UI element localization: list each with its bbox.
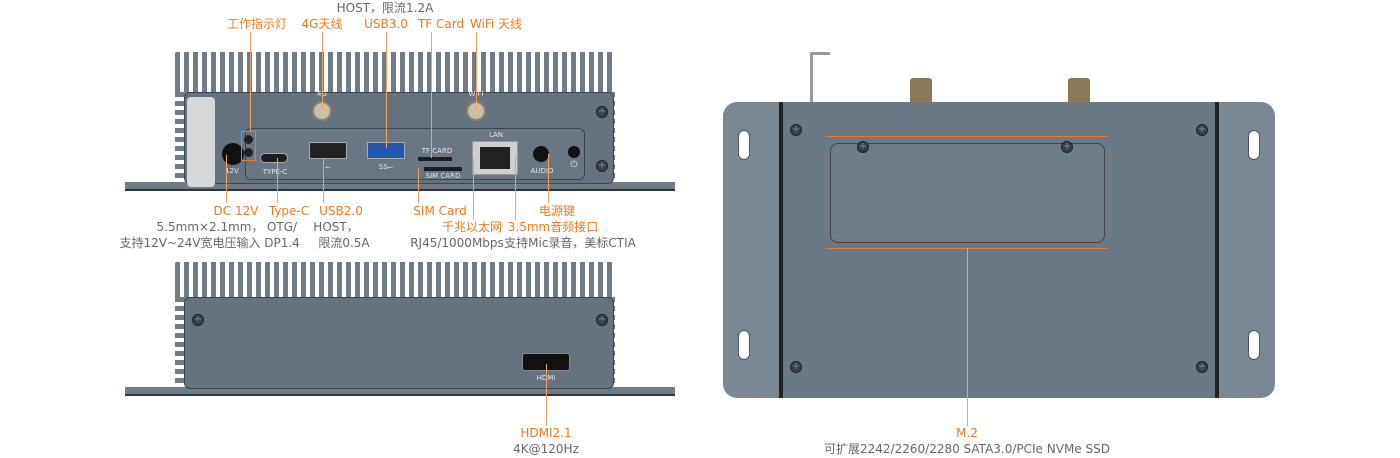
audio-jack [533, 146, 549, 162]
label-usb2: USB2.0 [319, 204, 363, 218]
mount-hole [1248, 130, 1260, 160]
label-wifi-antenna: WiFi 天线 [469, 17, 523, 31]
screw-icon: + [192, 314, 204, 326]
edge [779, 102, 783, 398]
heatsink-fins [175, 52, 615, 96]
screw-icon: + [1061, 141, 1073, 153]
usb2-detail-2: 限流0.5A [318, 236, 370, 250]
screw-icon: + [857, 141, 869, 153]
screw-icon: + [596, 314, 608, 326]
label-hdmi: HDMI2.1 [520, 426, 572, 440]
dc-detail-1: 5.5mm×2.1mm， [156, 220, 264, 234]
bracket [810, 52, 830, 102]
mounting-feet [125, 182, 675, 191]
side-fins [175, 92, 185, 184]
screw-icon: + [790, 361, 802, 373]
label-m2: M.2 [956, 426, 978, 440]
screw-icon: + [790, 124, 802, 136]
port-label-usb3: SS⭠ [378, 163, 394, 171]
led-icon [244, 135, 253, 144]
port-label-typec: TYPE-C [262, 168, 288, 176]
usb30-note: HOST，限流1.2A [336, 1, 434, 15]
port-label-usb2: ⭠ [325, 163, 331, 171]
typec-detail-1: OTG/ [266, 220, 298, 234]
label-4g-antenna: 4G天线 [301, 17, 343, 31]
label-indicator: 工作指示灯 [226, 17, 288, 31]
port-label-tf: TF CARD [421, 147, 453, 155]
lan-detail: RJ45/1000Mbps [410, 236, 504, 250]
edge [1215, 102, 1219, 398]
dc-detail-2: 支持12V~24V宽电压输入 [119, 236, 261, 250]
power-button[interactable] [568, 146, 580, 158]
indicator-leds [241, 131, 256, 161]
screw-icon: + [1196, 361, 1208, 373]
port-label-audio: AUDIO [530, 167, 554, 175]
usb2-detail-1: HOST， [313, 220, 359, 234]
port-label-lan: LAN [488, 131, 504, 139]
label-usb30: USB3.0 [364, 17, 408, 31]
dc-jack [222, 143, 244, 165]
port-subpanel [245, 128, 585, 180]
label-sim-card: SIM Card [413, 204, 467, 218]
power-icon: ⏻ [570, 160, 578, 170]
antenna-connector [910, 78, 932, 104]
label-dc: DC 12V [213, 204, 259, 218]
mounting-feet [125, 387, 675, 396]
label-power: 电源键 [538, 204, 576, 218]
label-typec: Type-C [268, 204, 310, 218]
m2-detail: 可扩展2242/2260/2280 SATA3.0/PCIe NVMe SSD [824, 442, 1110, 456]
label-tf-card: TF Card [417, 17, 465, 31]
hdmi-detail: 4K@120Hz [513, 442, 579, 456]
screw-icon: + [1196, 124, 1208, 136]
sim-slot [424, 167, 462, 171]
antenna-connector [1068, 78, 1090, 104]
label-audio: 3.5mm音频接口 [507, 220, 599, 234]
port-label-dc: 12V [225, 167, 239, 175]
led-icon [244, 148, 253, 157]
port-label-sim: SIM CARD [425, 172, 461, 180]
typec-port [260, 153, 288, 163]
label-lan: 千兆以太网 [441, 220, 503, 234]
rear-panel [184, 297, 614, 389]
lan-port [472, 141, 518, 175]
screw-icon: + [596, 160, 608, 172]
m2-cover [830, 143, 1105, 243]
audio-detail: 支持Mic录音，美标CTIA [504, 236, 636, 250]
side-fins [175, 297, 185, 389]
mount-hole [738, 330, 750, 360]
mount-hole [1248, 330, 1260, 360]
heatsink-fins [175, 262, 615, 300]
screw-icon: + [596, 106, 608, 118]
bracket [187, 97, 215, 187]
mount-hole [738, 130, 750, 160]
typec-detail-2: DP1.4 [264, 236, 300, 250]
tf-slot [418, 157, 452, 161]
usb2-port [309, 142, 347, 159]
